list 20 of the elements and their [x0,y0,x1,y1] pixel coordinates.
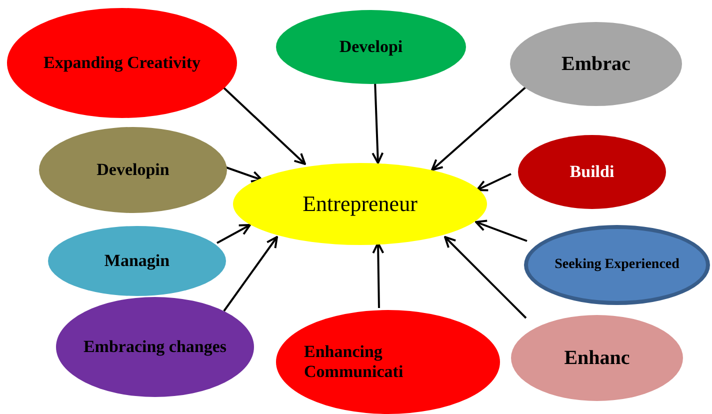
node-label: Seeking Experienced [554,256,680,274]
node-label: Developi [339,37,403,57]
arrow [223,87,306,165]
node-label: Entrepreneur [302,191,418,217]
node-label: Expanding Creativity [44,53,200,73]
node-label: Embrac [562,52,630,76]
node-label: Buildi [570,162,614,182]
node-label: Developin [96,160,170,180]
arrow [224,166,263,182]
node-label: Embracing changes [83,337,227,357]
arrow [216,224,251,244]
arrow [223,236,278,312]
node-label: Enhanc [564,346,630,370]
node-label: Managin [104,251,170,271]
arrow [431,85,528,171]
arrow [444,236,527,319]
arrow [372,242,384,308]
arrow [475,220,528,242]
node-label: Enhancing Communicati [304,342,404,382]
arrow [476,173,512,192]
